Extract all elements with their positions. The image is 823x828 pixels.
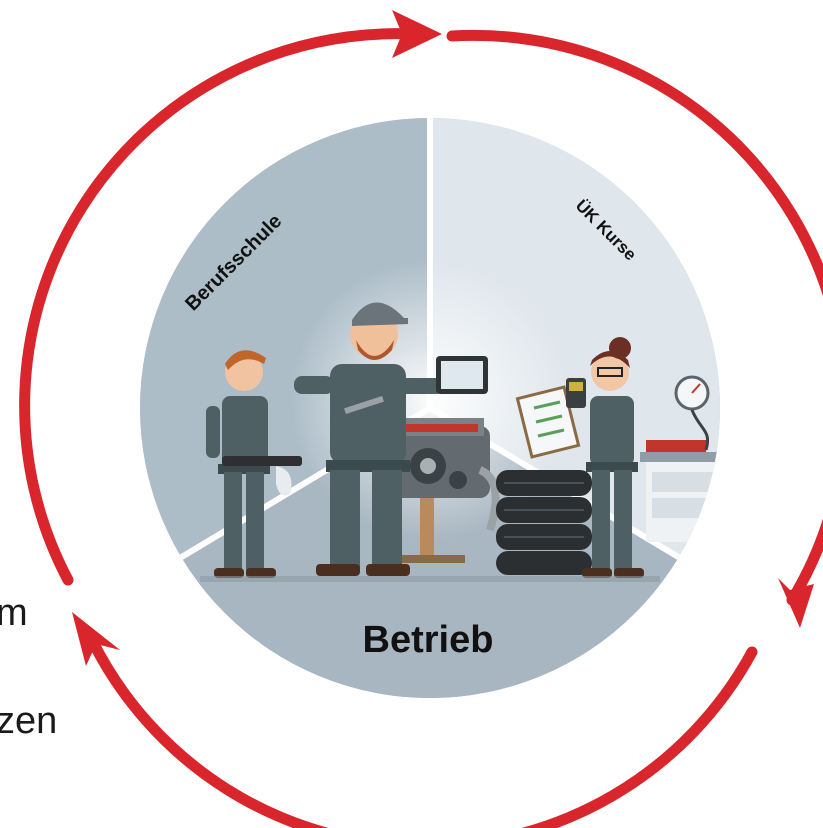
inspector-figure: [515, 337, 644, 578]
arrow-bottom: [86, 634, 758, 828]
left-text-fragment: m: [0, 592, 28, 634]
cycle-arrows: [19, 10, 823, 828]
arrow-right: [446, 29, 823, 606]
workbench: [640, 440, 720, 542]
label-betrieb: Betrieb: [363, 619, 494, 661]
mechanic-figure: [294, 302, 488, 576]
apprentice-boy-figure: [206, 350, 302, 578]
tire-stack-icon: [496, 470, 592, 575]
engine-icon: [380, 418, 500, 563]
arrow-head-left: [72, 612, 120, 666]
arrow-head-right: [778, 578, 814, 628]
left-text-fragment: zen: [0, 700, 58, 742]
arrow-top-left: [19, 28, 418, 586]
arrow-head-top: [392, 10, 442, 58]
pressure-gauge-icon: [674, 375, 710, 451]
